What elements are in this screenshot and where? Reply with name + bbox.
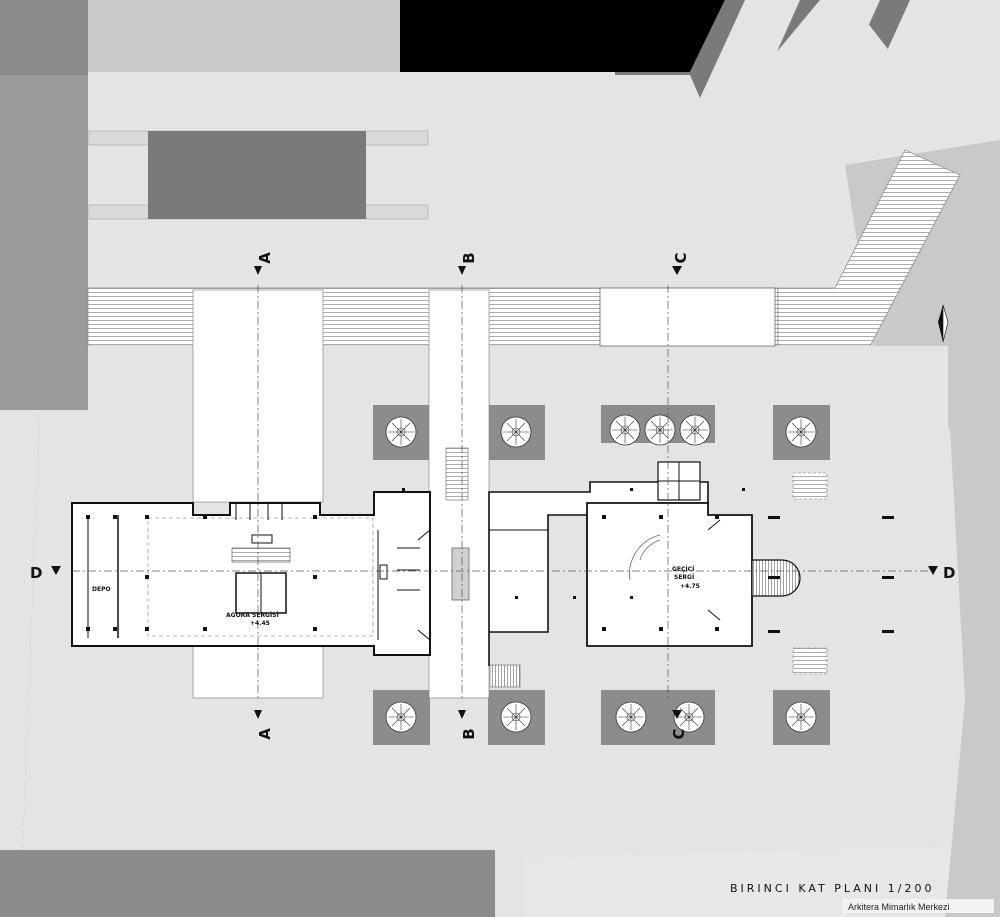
building-volumes: [192, 287, 776, 699]
section-markers: A B C A B C D D: [30, 252, 955, 740]
section-lines: [72, 285, 930, 700]
room-sergi-label: SERGİ: [674, 574, 694, 581]
section-c-bottom: C: [670, 728, 688, 739]
room-labels: DEPO AGORA SERGİSİ +4.45 GEÇİCİ SERGİ +4…: [92, 566, 700, 627]
credit-text: Arkitera Mimarlık Merkezi: [848, 902, 950, 912]
room-agora-label: AGORA SERGİSİ: [226, 612, 279, 619]
building-floor: [71, 461, 894, 675]
section-a-top: A: [256, 252, 274, 264]
plan-title: BIRINCI KAT PLANI 1/200: [730, 882, 934, 895]
section-a-bottom: A: [256, 728, 274, 740]
room-gecici-level: +4.75: [680, 583, 700, 590]
section-b-top: B: [460, 252, 478, 263]
section-d-left: D: [30, 564, 42, 582]
section-d-right: D: [943, 564, 955, 582]
room-gecici-label: GEÇİCİ: [672, 566, 694, 573]
section-c-top: C: [672, 252, 690, 263]
section-b-bottom: B: [460, 728, 478, 739]
title-block: BIRINCI KAT PLANI 1/200 Arkitera Mimarlı…: [730, 882, 994, 913]
room-agora-level: +4.45: [250, 620, 270, 627]
room-depo-label: DEPO: [92, 586, 111, 593]
